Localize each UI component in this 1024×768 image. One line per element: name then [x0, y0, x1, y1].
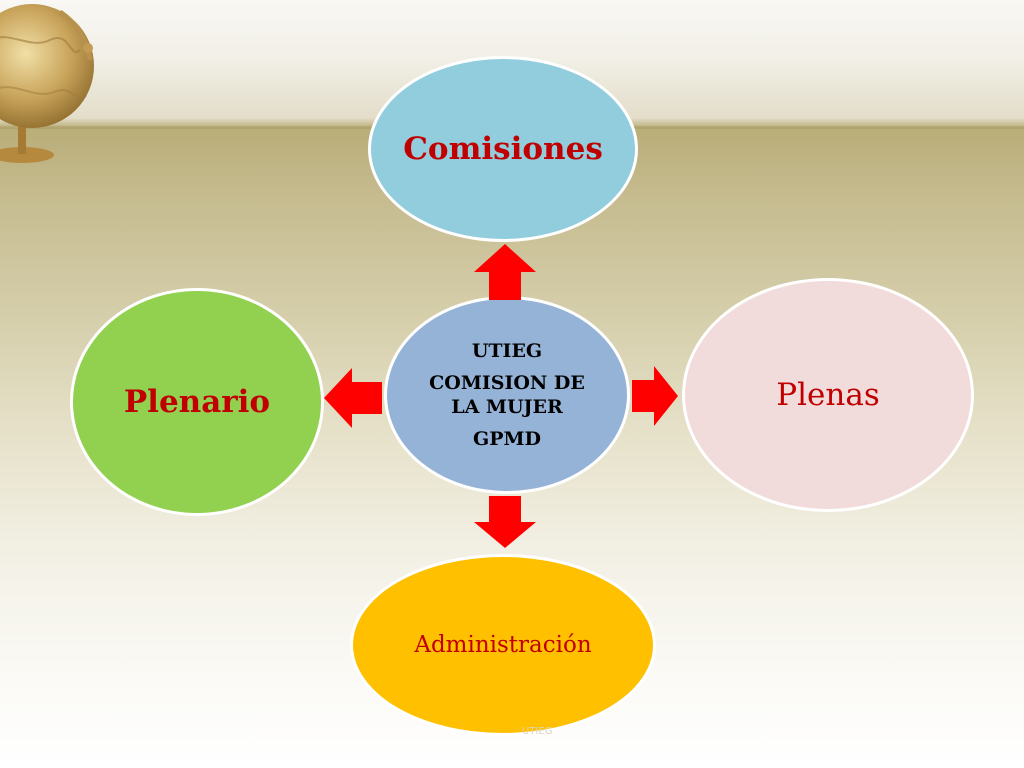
center-line-gpmd: GPMD — [472, 428, 542, 450]
footer-text: UTIEG — [522, 726, 553, 737]
arrow-up-icon — [474, 244, 536, 300]
node-comisiones: Comisiones — [368, 56, 638, 242]
arrow-left-icon — [324, 368, 382, 428]
node-center-utieg: UTIEG COMISION DE LA MUJER GPMD — [384, 296, 630, 494]
center-line-comision: COMISION DE LA MUJER — [429, 372, 585, 418]
globe-icon — [0, 4, 94, 163]
comisiones-label: Comisiones — [403, 131, 603, 167]
node-plenario: Plenario — [70, 288, 324, 516]
plenario-label: Plenario — [123, 384, 271, 420]
plenas-label: Plenas — [776, 377, 880, 413]
administracion-label: Administración — [414, 632, 592, 658]
node-plenas: Plenas — [682, 278, 974, 512]
arrow-right-icon — [632, 366, 678, 426]
node-administracion: Administración — [350, 554, 656, 736]
arrow-down-icon — [474, 496, 536, 548]
center-line-utieg: UTIEG — [471, 340, 543, 362]
